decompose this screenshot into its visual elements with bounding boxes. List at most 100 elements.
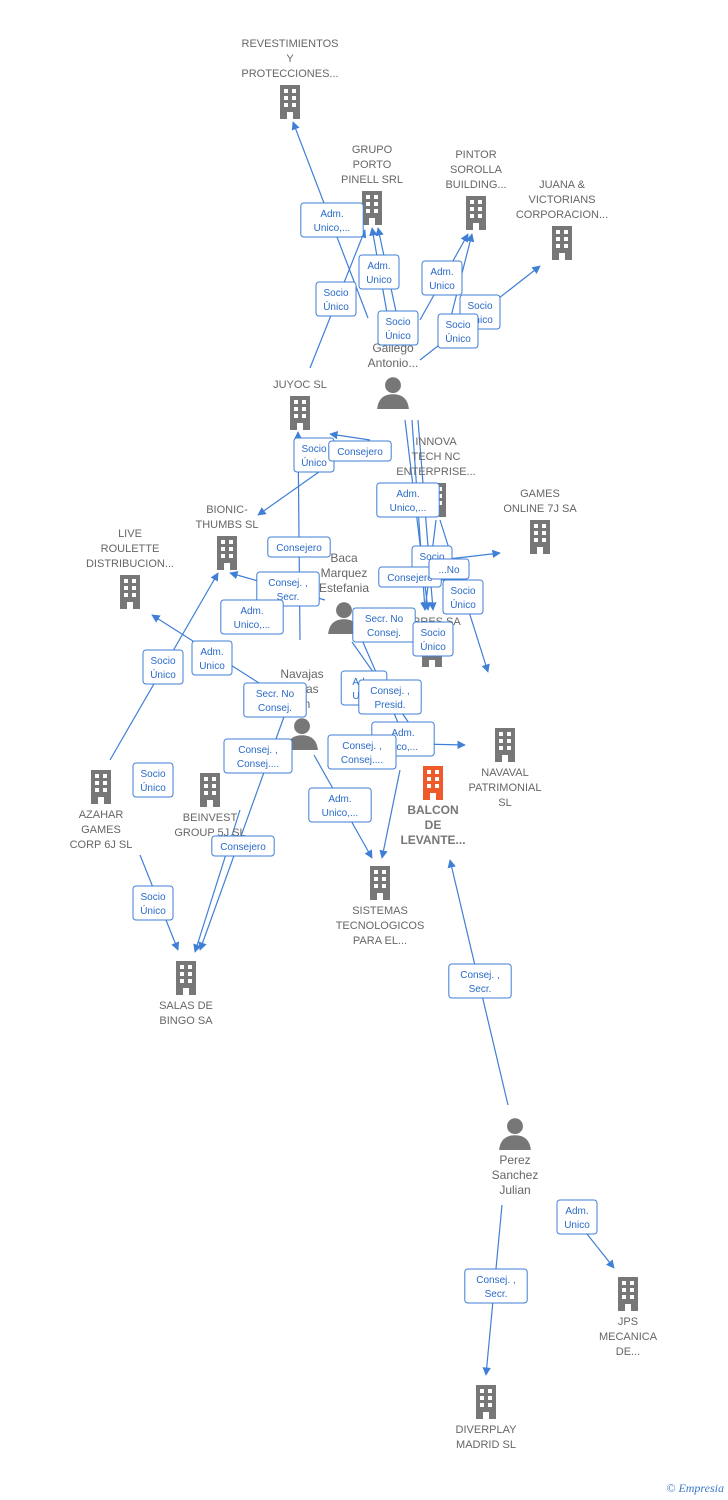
- building-icon: [290, 396, 310, 430]
- building-icon: [362, 191, 382, 225]
- node-label-line: DE...: [616, 1346, 640, 1358]
- node-bionic-thumbs[interactable]: BIONIC-THUMBS SL: [196, 504, 259, 570]
- node-label-line: MECANICA: [599, 1331, 658, 1343]
- edge-label-frame: [437, 313, 479, 349]
- edge-label-text: Socio: [450, 586, 475, 597]
- edge-label-box[interactable]: Adm.Unico,...: [376, 482, 440, 518]
- building-icon: [476, 1385, 496, 1419]
- edge-label-frame: [211, 835, 275, 857]
- edge-label-text: Secr.: [469, 984, 492, 995]
- node-label-line: VICTORIANS: [528, 194, 595, 206]
- edge-label-box[interactable]: Adm. Unico: [421, 260, 463, 296]
- edge-label-box[interactable]: ...No: [428, 558, 470, 580]
- edge-label-box[interactable]: Adm.Unico: [358, 254, 400, 290]
- node-juyoc[interactable]: JUYOC SL: [273, 379, 327, 430]
- edge-8: [329, 430, 371, 441]
- edge-label-text: Unico,...: [234, 620, 271, 631]
- edge-label-box[interactable]: Adm.Unico,...: [220, 599, 284, 635]
- edge-label-box[interactable]: Consej. ,Consej....: [223, 738, 293, 774]
- node-label-line: Julian: [499, 1183, 530, 1197]
- edge-label-text: Socio: [140, 769, 165, 780]
- edge-label-frame: [300, 202, 364, 238]
- edge-label-box[interactable]: Consej. ,Presid.: [358, 679, 422, 715]
- node-revestimientos[interactable]: REVESTIMIENTOSYPROTECCIONES...: [241, 38, 339, 119]
- edge-label-box[interactable]: Adm.Unico: [556, 1199, 598, 1235]
- node-jps-mecanica[interactable]: JPSMECANICADE...: [599, 1277, 658, 1358]
- edge-label-frame: [428, 558, 470, 580]
- person-icon: [377, 377, 409, 409]
- edge-label-box[interactable]: Adm. Unico,...: [300, 202, 364, 238]
- node-label-line: BEINVEST: [183, 812, 238, 824]
- node-pintor-sorolla[interactable]: PINTORSOROLLABUILDING...: [445, 149, 507, 230]
- edge-label-frame: [191, 640, 233, 676]
- edge-label-box[interactable]: Consej. ,Secr.: [256, 571, 320, 607]
- node-label-line: REVESTIMIENTOS: [242, 38, 339, 50]
- edge-label-text: Unico: [366, 275, 392, 286]
- edge-label-box[interactable]: Adm.Unico,...: [308, 787, 372, 823]
- edge-label-box[interactable]: Adm.Unico: [191, 640, 233, 676]
- edge-label-box[interactable]: Consejero: [267, 536, 331, 558]
- edge-label-box[interactable]: Consej. ,Consej....: [327, 734, 397, 770]
- node-label-line: ONLINE 7J SA: [503, 503, 577, 515]
- edge-label-frame: [421, 260, 463, 296]
- edge-label-frame: [223, 738, 293, 774]
- node-live-roulette[interactable]: LIVEROULETTEDISTRIBUCION...: [86, 528, 174, 609]
- edge-label-text: Adm.: [320, 209, 343, 220]
- edge-label-box[interactable]: Consejero: [211, 835, 275, 857]
- edge-label-frame: [358, 679, 422, 715]
- building-icon: [217, 536, 237, 570]
- edge-label-box[interactable]: Consejero: [328, 440, 392, 462]
- node-gallego-antonio[interactable]: GallegoAntonio...: [368, 341, 419, 409]
- edge-22: [198, 699, 291, 951]
- edge-label-text: Unico: [429, 281, 455, 292]
- brand-footer[interactable]: © Empresia: [666, 1481, 724, 1496]
- edge-label-text: Unico,...: [314, 223, 351, 234]
- edge-label-text: Consej.: [367, 628, 401, 639]
- building-icon: [200, 773, 220, 807]
- node-label-line: Perez: [499, 1153, 530, 1167]
- node-label-line: LEVANTE...: [400, 833, 465, 847]
- edge-label-frame: [256, 571, 320, 607]
- building-icon: [280, 85, 300, 119]
- building-icon: [370, 866, 390, 900]
- node-label-line: Navajas: [280, 667, 323, 681]
- node-label-line: JUYOC SL: [273, 379, 327, 391]
- edge-label-text: Adm.: [391, 728, 414, 739]
- node-balcon-levante[interactable]: BALCONDELEVANTE...: [400, 766, 466, 847]
- edge-label-box[interactable]: Consej. ,Secr.: [448, 963, 512, 999]
- edge-label-text: Único: [420, 640, 446, 653]
- node-label-line: AZAHAR: [79, 809, 124, 821]
- edge-label-frame: [448, 963, 512, 999]
- edge-label-text: Consejero: [387, 573, 433, 584]
- edge-label-text: Adm.: [430, 267, 453, 278]
- edge-label-box[interactable]: Consej. ,Secr.: [464, 1268, 528, 1304]
- building-icon: [466, 196, 486, 230]
- node-label-line: LIVE: [118, 528, 142, 540]
- edge-label-text: Adm.: [396, 489, 419, 500]
- node-juana-victorians[interactable]: JUANA &VICTORIANSCORPORACION...: [516, 179, 608, 260]
- edge-label-text: Unico: [564, 1220, 590, 1231]
